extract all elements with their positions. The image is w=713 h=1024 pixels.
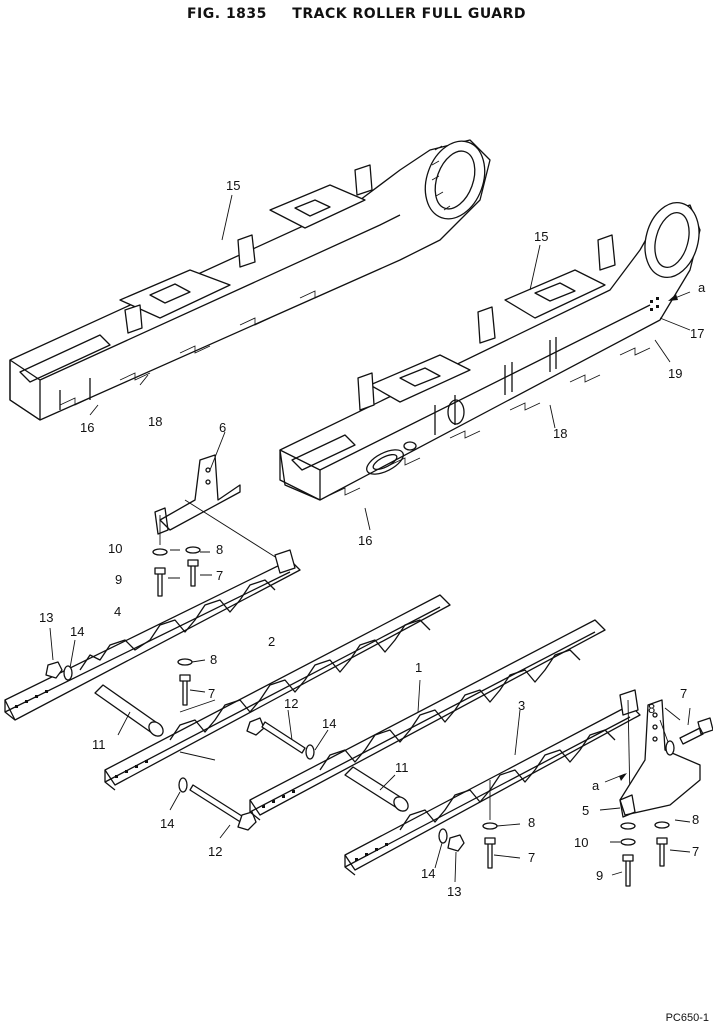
callout-14-right: 14	[421, 866, 435, 881]
pin-part-11-right	[344, 766, 409, 812]
callout-3: 3	[518, 698, 525, 713]
bolt-part-12-upper	[246, 709, 329, 760]
nut-washer-left	[45, 627, 76, 681]
callout-9-left: 9	[115, 572, 122, 587]
callout-a-lower: a	[592, 778, 600, 793]
hardware-upper-left	[152, 546, 212, 597]
guard-part-2	[104, 594, 451, 791]
callout-18-right: 18	[553, 426, 567, 441]
hardware-mid-left	[177, 658, 216, 761]
callout-10-right: 10	[574, 835, 588, 850]
callout-8-lower-center: 8	[528, 815, 535, 830]
callout-5: 5	[582, 803, 589, 818]
guard-part-4	[4, 549, 301, 721]
callout-8-right-upper: 8	[648, 701, 655, 716]
callout-12-lower: 12	[208, 844, 222, 859]
callout-12-upper: 12	[284, 696, 298, 711]
callout-8-right-lower: 8	[692, 812, 699, 827]
callout-7-right: 7	[680, 686, 687, 701]
callout-15-right: 15	[534, 229, 548, 244]
callout-11-left: 11	[92, 737, 106, 752]
bracket-part-5	[599, 699, 701, 818]
frame-leaders	[89, 194, 691, 783]
callout-14-lower: 14	[160, 816, 174, 831]
callout-10-left: 10	[108, 541, 122, 556]
callout-13-left: 13	[39, 610, 53, 625]
right-track-frame	[279, 202, 701, 501]
callout-6: 6	[219, 420, 226, 435]
callout-labels: 15 18 16 15 a 17 19 18 16 6 10 8 9 7 13 …	[39, 178, 706, 899]
figure-name: TRACK ROLLER FULL GUARD	[292, 6, 526, 22]
figure-number: FIG. 1835	[186, 6, 267, 22]
callout-a-upper: a	[698, 280, 706, 295]
callout-19: 19	[668, 366, 682, 381]
nut-washer-right	[434, 828, 465, 883]
callout-17: 17	[690, 326, 704, 341]
callout-1: 1	[415, 660, 422, 675]
bolt-part-12-lower	[169, 777, 257, 839]
callout-14-mid: 14	[322, 716, 336, 731]
callout-16-right: 16	[358, 533, 372, 548]
guard-part-3	[344, 689, 641, 876]
callout-11-right: 11	[395, 760, 409, 775]
guard-part-1	[249, 619, 606, 821]
pin-part-11-left	[94, 684, 164, 737]
callout-2: 2	[268, 634, 275, 649]
callout-16-left: 16	[80, 420, 94, 435]
callout-9-right: 9	[596, 868, 603, 883]
callout-18-left: 18	[148, 414, 162, 429]
left-track-frame	[9, 139, 491, 421]
drawing-number: PC650-1	[665, 1012, 709, 1024]
callout-13-right: 13	[447, 884, 461, 899]
callout-7-upper: 7	[216, 568, 223, 583]
callout-8-mid: 8	[210, 652, 217, 667]
figure-title: FIG. 1835 TRACK ROLLER FULL GUARD	[0, 6, 713, 22]
callout-14-left: 14	[70, 624, 84, 639]
bracket-part-6	[154, 431, 281, 561]
callout-8-upper: 8	[216, 542, 223, 557]
callout-4: 4	[114, 604, 121, 619]
hardware-lower-center	[482, 822, 521, 869]
hardware-right	[610, 707, 713, 887]
callout-7-right-lower: 7	[692, 844, 699, 859]
callout-7-lower-center: 7	[528, 850, 535, 865]
callout-7-mid: 7	[208, 686, 215, 701]
callout-15-left: 15	[226, 178, 240, 193]
